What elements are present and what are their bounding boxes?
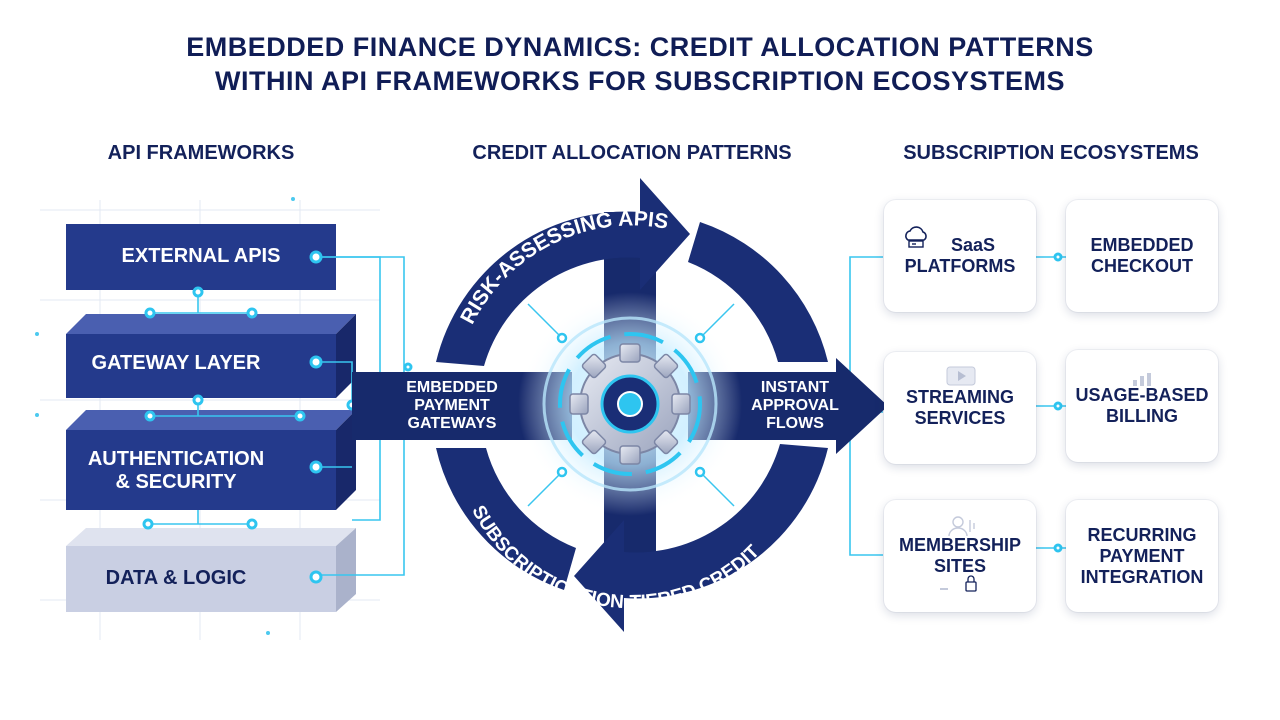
card-embedded-checkout: EMBEDDED CHECKOUT: [1066, 200, 1218, 312]
card-saas-line-2: PLATFORMS: [904, 256, 1016, 276]
card-streaming-line-1: STREAMING: [906, 387, 1014, 407]
layer-label-gateway-layer: GATEWAY LAYER: [91, 352, 261, 374]
card-recurring-line-1: RECURRING: [1087, 524, 1197, 545]
card-usage-line-2: BILLING: [1105, 406, 1178, 426]
layer-label-authentication-line-2: & SECURITY: [115, 471, 237, 493]
right-flow-line-3: FLOWS: [766, 415, 824, 432]
card-streaming-label: STREAMING SERVICES: [906, 387, 1014, 429]
layer-data-logic-block: [66, 528, 356, 612]
layer-label-external-apis: EXTERNAL APIS: [121, 245, 281, 267]
api-layer-stack: [66, 224, 356, 612]
center-ring-outer: [542, 316, 718, 492]
right-flow-line-2: APPROVAL: [751, 397, 839, 414]
card-usage-label: USAGE-BASED BILLING: [1075, 385, 1208, 427]
layer-label-authentication: AUTHENTICATION & SECURITY: [66, 448, 286, 494]
layer-gateway-block: [66, 314, 356, 398]
inner-spokes: [527, 303, 735, 507]
card-membership-sites: MEMBERSHIP SITES: [884, 500, 1036, 612]
card-recurring-label: RECURRING PAYMENT INTEGRATION: [1081, 525, 1204, 588]
title-line-2: WITHIN API FRAMEWORKS FOR SUBSCRIPTION E…: [214, 66, 1066, 96]
card-recurring-payment: RECURRING PAYMENT INTEGRATION: [1066, 500, 1218, 612]
gear-icon: [569, 343, 691, 465]
left-flow-line-2: PAYMENT: [414, 397, 490, 414]
card-streaming-services: STREAMING SERVICES: [884, 352, 1036, 464]
card-embedded-checkout-line-1: EMBEDDED: [1090, 235, 1194, 255]
card-membership-label: MEMBERSHIP SITES: [899, 535, 1021, 577]
left-flow-line-1: EMBEDDED: [406, 379, 498, 396]
right-flow-line-1: INSTANT: [760, 379, 830, 396]
layer-label-authentication-line-1: AUTHENTICATION: [87, 448, 265, 470]
title-line-1: EMBEDDED FINANCE DYNAMICS: CREDIT ALLOCA…: [186, 32, 1094, 62]
card-usage-based-billing: USAGE-BASED BILLING: [1066, 350, 1218, 462]
card-usage-line-1: USAGE-BASED: [1075, 385, 1209, 405]
layer-external-block: [66, 224, 336, 290]
right-flow-label: INSTANT APPROVAL FLOWS: [740, 379, 850, 433]
layer-label-data-logic: DATA & LOGIC: [105, 567, 247, 589]
circular-arrows: [436, 178, 828, 632]
column-heading-api-frameworks: API FRAMEWORKS: [107, 142, 295, 164]
play-icon: [946, 366, 976, 386]
card-streaming-line-2: SERVICES: [914, 408, 1006, 428]
left-flow-label: EMBEDDED PAYMENT GATEWAYS: [392, 379, 512, 433]
card-saas-label: SaaS PLATFORMS: [905, 235, 1016, 277]
card-recurring-line-2: PAYMENT: [1099, 545, 1185, 566]
bar-chart-icon: [1133, 373, 1151, 386]
column-heading-subscription-ecosystems: SUBSCRIPTION ECOSYSTEMS: [903, 142, 1199, 164]
left-flow-line-3: GATEWAYS: [407, 415, 497, 432]
page-title: EMBEDDED FINANCE DYNAMICS: CREDIT ALLOCA…: [0, 30, 1280, 98]
card-embedded-checkout-line-2: CHECKOUT: [1090, 256, 1193, 276]
card-saas-platforms: SaaS PLATFORMS: [884, 200, 1036, 312]
card-membership-line-2: SITES: [933, 556, 986, 576]
sparkle-dots: [35, 197, 295, 635]
column-heading-credit-allocation: CREDIT ALLOCATION PATTERNS: [472, 142, 792, 164]
center-ring-dashed: [558, 332, 702, 476]
card-membership-line-1: MEMBERSHIP: [898, 535, 1021, 555]
layer-authentication-block: [66, 410, 356, 510]
cloud-server-icon: [905, 226, 927, 248]
user-lock-icon: [940, 516, 977, 592]
card-recurring-line-3: INTEGRATION: [1080, 566, 1204, 587]
card-saas-line-1: SaaS: [950, 235, 996, 255]
card-embedded-checkout-label: EMBEDDED CHECKOUT: [1090, 235, 1193, 277]
